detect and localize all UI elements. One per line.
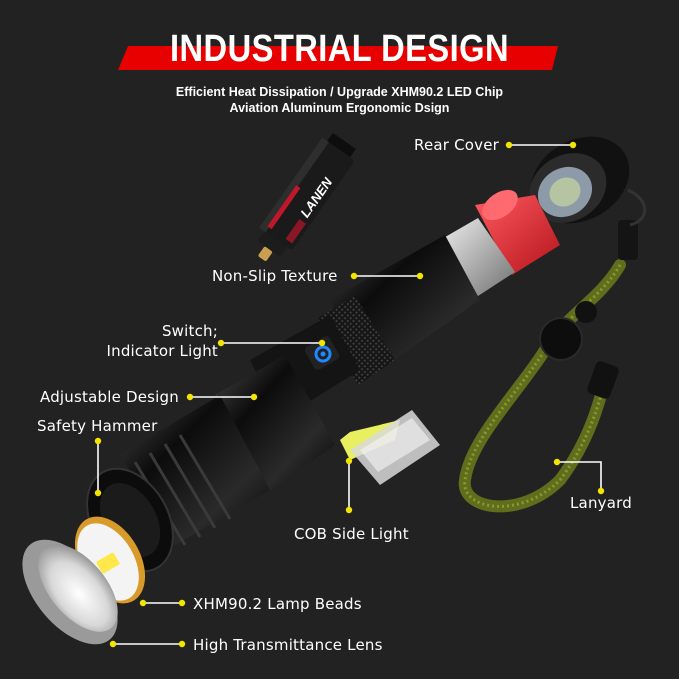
subtitle-line-1: Efficient Heat Dissipation / Upgrade XHM… <box>175 85 504 99</box>
page-title: INDUSTRIAL DESIGN <box>169 28 509 70</box>
callout-lamp-beads: XHM90.2 Lamp Beads <box>193 595 362 613</box>
lens <box>22 539 118 645</box>
callout-indicator-line2: Indicator Light <box>106 342 218 360</box>
callout-rear-cover: Rear Cover <box>414 136 500 154</box>
callout-lanyard: Lanyard <box>570 494 632 512</box>
callout-lens: High Transmittance Lens <box>193 636 383 654</box>
title-banner <box>118 46 558 70</box>
cob-side-light <box>340 410 440 485</box>
subtitle-line-2: Aviation Aluminum Ergonomic Dsign <box>229 101 450 115</box>
callout-cob-side-light: COB Side Light <box>294 525 409 543</box>
callout-dots <box>94 141 605 648</box>
callout-lines <box>97 144 602 645</box>
battery: LANEN <box>258 132 356 261</box>
callout-safety-hammer: Safety Hammer <box>37 417 158 435</box>
callout-non-slip-texture: Non-Slip Texture <box>212 267 338 285</box>
lanyard <box>458 188 647 513</box>
rear-cover <box>529 136 630 224</box>
callout-adjustable-design: Adjustable Design <box>40 388 179 406</box>
callout-switch-line1: Switch; <box>161 322 218 340</box>
flashlight-body <box>86 189 560 573</box>
